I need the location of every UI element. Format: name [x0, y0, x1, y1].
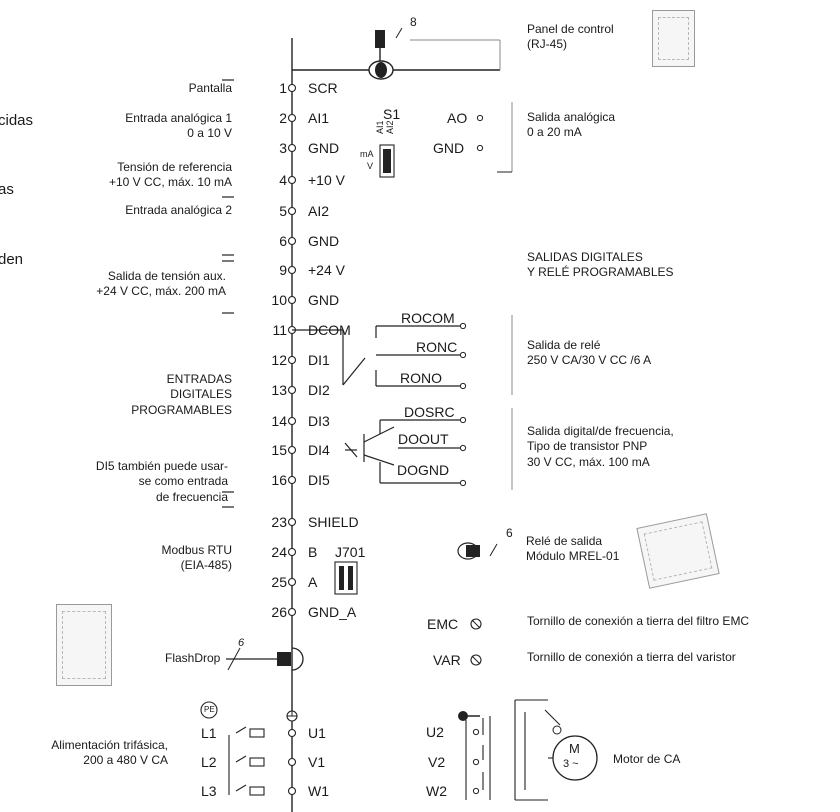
- l3-label: L3: [201, 783, 217, 799]
- terminal-name: DI4: [308, 442, 330, 458]
- terminal-number: 3: [279, 140, 287, 156]
- ai2-switch-label: AI2: [385, 120, 395, 134]
- terminal-number: 11: [272, 322, 287, 338]
- label-entrada-analogica-2: Entrada analógica 2: [125, 203, 232, 217]
- terminal-name: SCR: [308, 80, 338, 96]
- terminal-number: 16: [271, 472, 287, 488]
- label-panel-control: Panel de control (RJ-45): [527, 22, 614, 52]
- l2-label: L2: [201, 754, 217, 770]
- ao-label: AO: [447, 110, 468, 126]
- motor-phase-label: 3 ~: [563, 758, 579, 770]
- v1-label: V1: [308, 754, 326, 770]
- terminal-number: 26: [271, 604, 287, 620]
- cutoff-text: cidas as den: [0, 62, 33, 295]
- terminal-name: DCOM: [308, 322, 351, 338]
- cutoff-line: den: [0, 251, 24, 268]
- dognd-label: DOGND: [397, 462, 450, 478]
- ma-label: mA: [360, 149, 374, 159]
- rocom-label: ROCOM: [401, 310, 455, 326]
- terminal-number: 6: [279, 233, 287, 249]
- emc-label: EMC: [427, 616, 459, 632]
- label-emc-screw: Tornillo de conexión a tierra del filtro…: [527, 614, 750, 628]
- terminal-number: 25: [271, 574, 287, 590]
- j701-label: J701: [335, 544, 366, 560]
- label-rele-salida: Relé de salida Módulo MREL-01: [526, 534, 620, 564]
- w2-label: W2: [426, 783, 447, 799]
- label-di5-frecuencia: DI5 también puede usar- se como entrada …: [95, 459, 228, 504]
- u2-label: U2: [426, 724, 444, 740]
- terminal-number: 1: [279, 80, 287, 96]
- v-label: V: [367, 161, 374, 171]
- terminal-name: GND: [308, 140, 340, 156]
- var-label: VAR: [433, 652, 461, 668]
- l1-label: L1: [201, 725, 217, 741]
- terminal-name: GND_A: [308, 604, 357, 620]
- pe-label: PE: [204, 705, 215, 714]
- label-salida-rele: Salida de relé 250 V CA/30 V CC /6 A: [527, 338, 652, 368]
- label-tension-referencia: Tensión de referencia +10 V CC, máx. 10 …: [108, 160, 232, 190]
- dosrc-label: DOSRC: [404, 404, 455, 420]
- terminal-name: GND: [308, 233, 340, 249]
- terminal-number: 13: [271, 382, 287, 398]
- label-salidas-digitales: SALIDAS DIGITALES Y RELÉ PROGRAMABLES: [527, 250, 674, 280]
- terminal-name: GND: [308, 292, 340, 308]
- label-var-screw: Tornillo de conexión a tierra del varist…: [527, 650, 736, 664]
- terminal-name: DI3: [308, 413, 330, 429]
- label-salida-digital: Salida digital/de frecuencia, Tipo de tr…: [527, 424, 674, 469]
- rono-label: RONO: [400, 370, 442, 386]
- callout-6-mrel: 6: [506, 526, 513, 540]
- callout-8: 8: [410, 15, 417, 29]
- ronc-label: RONC: [416, 339, 458, 355]
- motor-m-label: M: [569, 741, 580, 756]
- terminal-name: +10 V: [308, 172, 345, 188]
- v2-label: V2: [428, 754, 446, 770]
- label-salida-tension-aux: Salida de tensión aux. +24 V CC, máx. 20…: [96, 269, 226, 299]
- terminal-name: A: [308, 574, 318, 590]
- terminal-number: 23: [271, 514, 287, 530]
- label-entrada-analogica-1: Entrada analógica 1 0 a 10 V: [125, 111, 232, 141]
- w1-label: W1: [308, 783, 329, 799]
- terminal-name: DI5: [308, 472, 330, 488]
- terminal-number: 10: [271, 292, 287, 308]
- terminal-number: 24: [271, 544, 287, 560]
- label-salida-analogica: Salida analógica 0 a 20 mA: [527, 110, 616, 140]
- label-motor: Motor de CA: [613, 752, 681, 766]
- label-alimentacion: Alimentación trifásica, 200 a 480 V CA: [51, 738, 168, 768]
- terminal-number: 2: [279, 110, 287, 126]
- terminal-number: 4: [279, 172, 287, 188]
- label-flashdrop: FlashDrop: [165, 651, 221, 665]
- terminal-name: DI2: [308, 382, 330, 398]
- terminal-name: B: [308, 544, 318, 560]
- terminal-name: DI1: [308, 352, 330, 368]
- terminal-number: 14: [271, 413, 287, 429]
- doout-label: DOOUT: [398, 431, 449, 447]
- s1-label: S1: [383, 106, 401, 122]
- label-modbus: Modbus RTU (EIA-485): [161, 543, 232, 573]
- callout-6-flashdrop: 6: [238, 637, 245, 649]
- flashdrop-image: [56, 604, 112, 686]
- terminal-name: SHIELD: [308, 514, 359, 530]
- terminal-name: AI1: [308, 110, 330, 126]
- u1-label: U1: [308, 725, 326, 741]
- terminal-name: +24 V: [308, 262, 345, 278]
- terminal-number: 5: [279, 203, 287, 219]
- label-entradas-digitales: ENTRADAS DIGITALES PROGRAMABLES: [131, 372, 232, 417]
- terminal-number: 15: [271, 442, 287, 458]
- ao-gnd-label: GND: [433, 140, 465, 156]
- label-pantalla: Pantalla: [188, 81, 232, 95]
- cutoff-line: cidas: [0, 111, 34, 129]
- control-panel-image: [652, 10, 695, 67]
- cutoff-line: as: [0, 181, 14, 199]
- terminal-number: 12: [271, 352, 287, 368]
- terminal-name: AI2: [308, 203, 330, 219]
- terminal-number: 9: [279, 262, 287, 278]
